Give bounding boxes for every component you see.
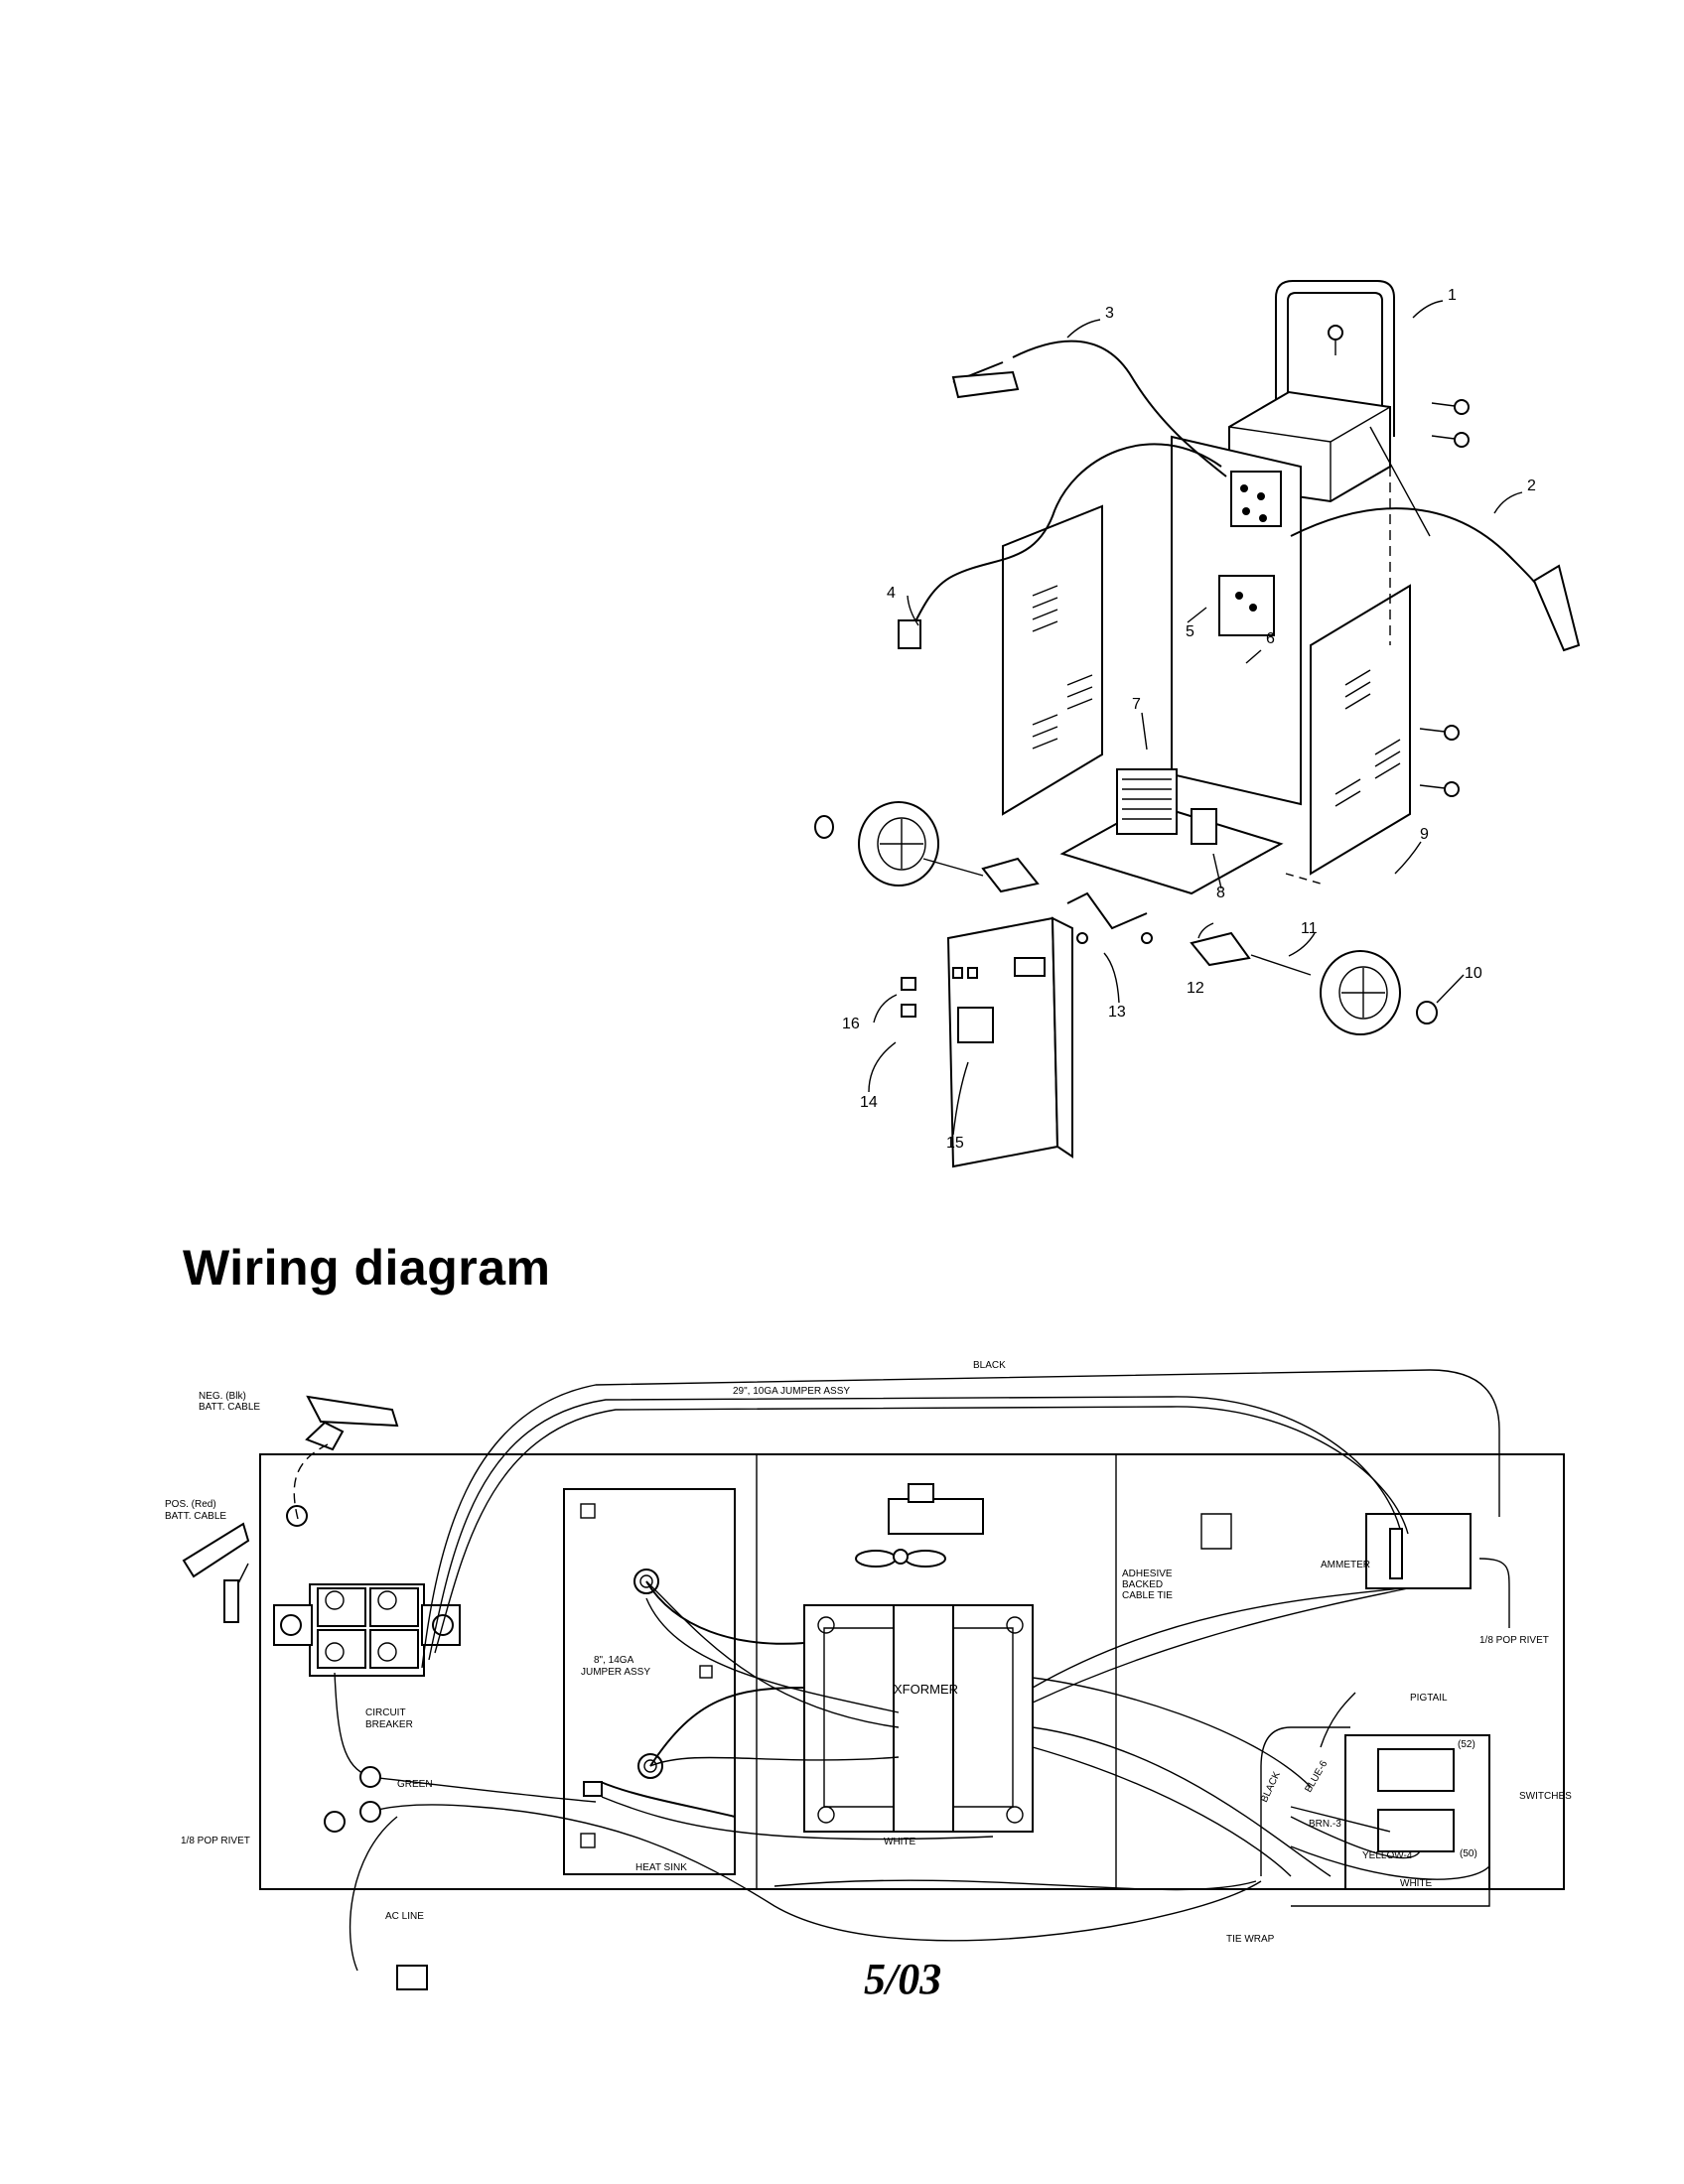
callout-2: 2 — [1527, 478, 1536, 494]
label-blue: BLUE-6 — [1303, 1758, 1330, 1794]
label-ac-line: AC LINE — [385, 1911, 424, 1922]
label-xformer: XFORMER — [894, 1682, 958, 1697]
circuit-breaker — [273, 1583, 461, 1677]
label-adhesive-3: CABLE TIE — [1122, 1590, 1173, 1601]
callout-6: 6 — [1266, 630, 1275, 647]
exploded-parts-view: 1 2 3 4 5 6 7 8 9 10 11 12 13 14 15 16 — [814, 280, 1581, 1168]
callout-14: 14 — [860, 1094, 878, 1111]
switch-50 — [1377, 1809, 1455, 1852]
neg-clamp — [306, 1395, 399, 1428]
fan-motor — [1191, 808, 1217, 845]
ac-plug — [396, 1965, 428, 1990]
wires — [237, 1369, 1510, 1972]
right-wheel — [1250, 950, 1401, 1035]
chassis-outline — [259, 1453, 1565, 1890]
callout-4: 4 — [887, 585, 896, 602]
label-neg-cable-2: BATT. CABLE — [199, 1402, 260, 1413]
label-black-top: BLACK — [973, 1360, 1006, 1371]
callout-11: 11 — [1301, 920, 1318, 937]
label-yellow: YELLOW-4 — [1362, 1850, 1413, 1861]
label-jumper-8-1: 8", 14GA — [594, 1655, 634, 1666]
callout-1: 1 — [1448, 287, 1457, 304]
callout-9: 9 — [1420, 826, 1429, 843]
label-pos-cable-2: BATT. CABLE — [165, 1511, 226, 1522]
positive-clamp — [1532, 564, 1581, 652]
label-white-right: WHITE — [1400, 1878, 1433, 1889]
pos-clamp — [182, 1522, 250, 1578]
right-vent-slots — [1334, 669, 1401, 807]
label-tie-wrap: TIE WRAP — [1226, 1934, 1275, 1945]
label-adhesive-2: BACKED — [1122, 1579, 1163, 1590]
label-green: GREEN — [397, 1779, 433, 1790]
callout-16: 16 — [842, 1016, 860, 1032]
ammeter-part — [957, 1007, 994, 1043]
right-side-panel — [1310, 584, 1411, 876]
label-pop-rivet-right: 1/8 POP RIVET — [1479, 1635, 1549, 1646]
label-switch-52: (52) — [1458, 1739, 1475, 1750]
callout-15: 15 — [946, 1135, 964, 1152]
left-vent-slots — [1032, 585, 1093, 750]
transformer-block — [803, 1604, 1034, 1833]
label-circuit-breaker-2: BREAKER — [365, 1719, 413, 1730]
switch-block — [1344, 1734, 1490, 1890]
label-jumper-8-2: JUMPER ASSY — [581, 1667, 650, 1678]
label-pigtail: PIGTAIL — [1410, 1693, 1448, 1704]
diode — [583, 1781, 603, 1797]
callout-3: 3 — [1105, 305, 1114, 322]
switch-52 — [1377, 1748, 1455, 1792]
negative-clamp — [951, 370, 1020, 399]
ac-cord — [912, 443, 1222, 626]
handle — [1275, 280, 1395, 437]
ammeter — [1365, 1513, 1472, 1589]
callout-12: 12 — [1187, 980, 1204, 997]
label-neg-cable-1: NEG. (Blk) — [199, 1391, 246, 1402]
label-ammeter: AMMETER — [1321, 1560, 1370, 1570]
callout-13: 13 — [1108, 1004, 1126, 1021]
callout-arrows — [868, 300, 1523, 1136]
callout-7: 7 — [1132, 696, 1141, 713]
callout-10: 10 — [1465, 965, 1482, 982]
label-circuit-breaker-1: CIRCUIT — [365, 1707, 406, 1718]
wiring-labels: BLACK 29", 10GA JUMPER ASSY NEG. (Blk) B… — [165, 1360, 1572, 1945]
callout-5: 5 — [1186, 623, 1194, 640]
callout-numbers: 1 2 3 4 5 6 7 8 9 10 11 12 13 14 15 16 — [842, 287, 1536, 1152]
page-number: 5/03 — [864, 1955, 942, 2003]
label-jumper-29: 29", 10GA JUMPER ASSY — [733, 1386, 850, 1397]
label-switches: SWITCHES — [1519, 1791, 1572, 1802]
label-brn: BRN.-3 — [1309, 1819, 1341, 1830]
bracket — [1066, 891, 1148, 930]
callout-8: 8 — [1216, 885, 1225, 901]
label-switch-50: (50) — [1460, 1848, 1477, 1859]
left-side-panel — [1002, 504, 1103, 816]
heat-sink-panel — [563, 1488, 736, 1875]
label-pos-cable-1: POS. (Red) — [165, 1499, 216, 1510]
label-black-diag: BLACK — [1259, 1770, 1283, 1805]
label-heat-sink: HEAT SINK — [635, 1862, 687, 1873]
label-pop-rivet-left: 1/8 POP RIVET — [181, 1836, 250, 1846]
label-white-mid: WHITE — [884, 1837, 916, 1847]
label-adhesive-1: ADHESIVE — [1122, 1569, 1173, 1579]
left-wheel — [858, 801, 984, 887]
fan-assembly — [855, 1483, 984, 1568]
transformer — [1116, 768, 1178, 835]
wiring-diagram-heading: Wiring diagram — [183, 1240, 551, 1296]
